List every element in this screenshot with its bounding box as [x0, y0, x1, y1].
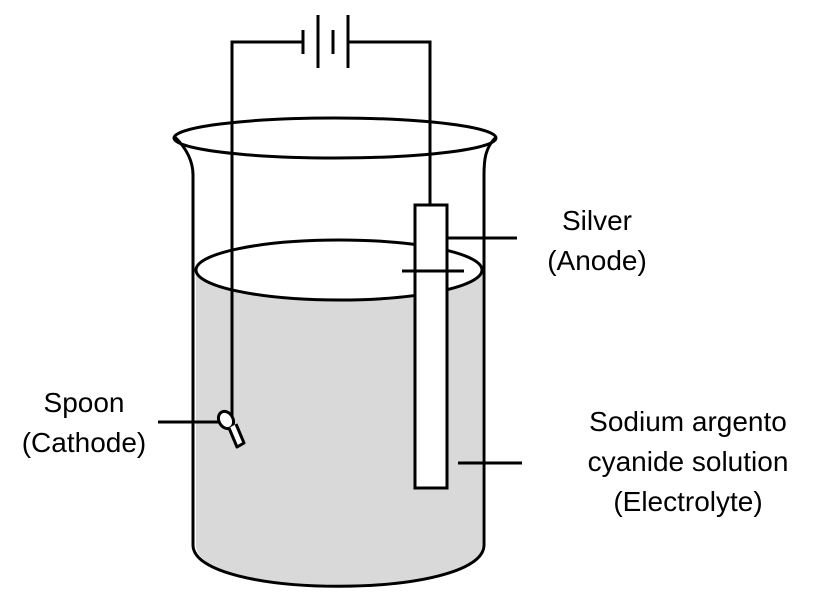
- circuit-wire-left: [230, 40, 303, 418]
- electrolyte-solution: [196, 270, 482, 587]
- anode-name-text: Silver: [561, 205, 632, 236]
- battery-icon: [301, 15, 350, 68]
- anode-role-text: (Anode): [547, 245, 647, 276]
- beaker-right-wall: [482, 135, 498, 545]
- circuit-wire-right: [348, 40, 432, 205]
- electrolyte-line3-text: (Electrolyte): [613, 486, 763, 517]
- beaker-rim: [172, 116, 498, 160]
- cathode-label: Spoon (Cathode): [0, 383, 168, 463]
- beaker-left-wall: [173, 135, 195, 545]
- beaker-bottom: [191, 544, 486, 588]
- spoon-icon: [216, 409, 246, 449]
- cathode-name-text: Spoon: [43, 387, 125, 418]
- solution-surface: [194, 238, 484, 302]
- anode-label: Silver (Anode): [512, 201, 682, 281]
- cathode-role-text: (Cathode): [21, 427, 147, 458]
- silver-anode-rod: [413, 203, 449, 490]
- electrolyte-line2-text: cyanide solution: [587, 446, 789, 477]
- electrolyte-label: Sodium argento cyanide solution (Electro…: [550, 402, 826, 522]
- electrolyte-line1-text: Sodium argento: [589, 406, 787, 437]
